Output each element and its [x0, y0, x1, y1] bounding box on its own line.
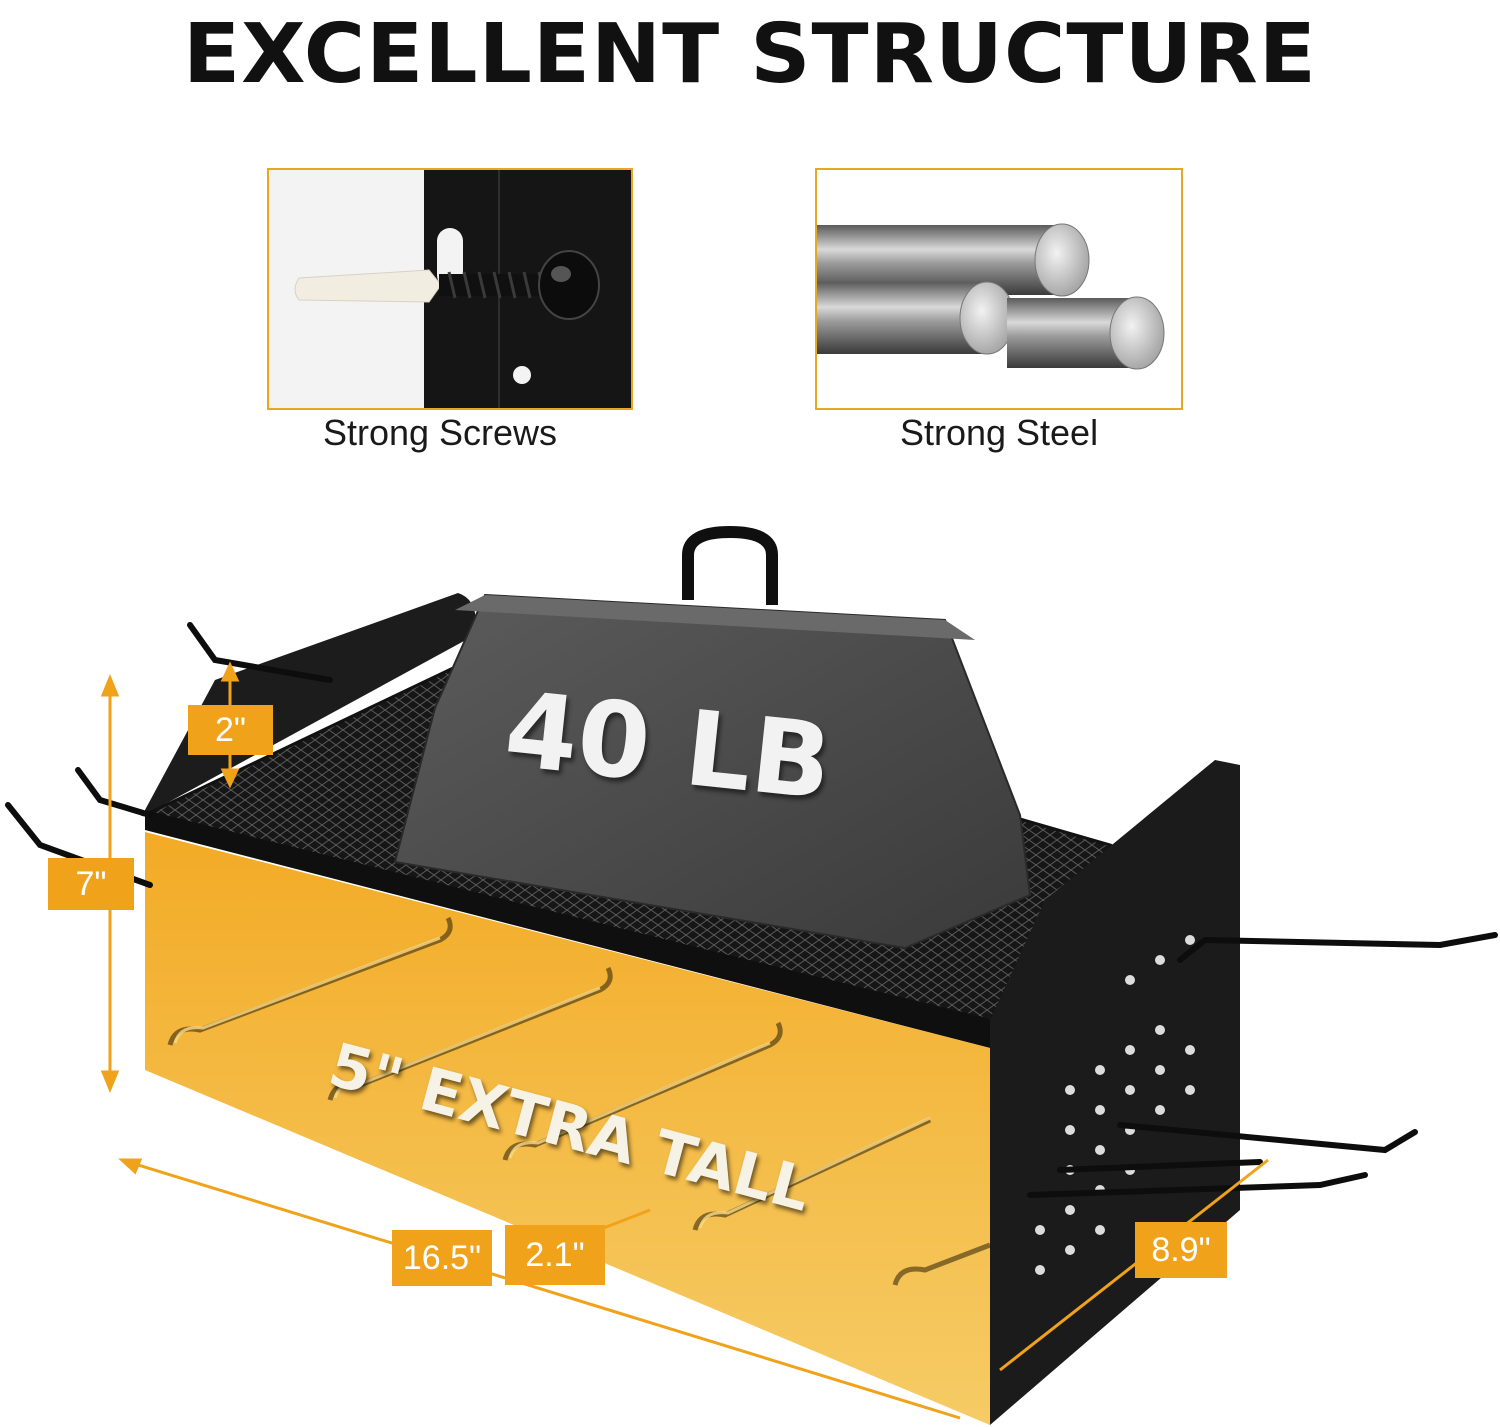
depth-tag: 8.9": [1135, 1222, 1227, 1278]
headline: EXCELLENT STRUCTURE: [183, 7, 1317, 102]
strong-steel-caption: Strong Steel: [899, 412, 1099, 453]
screw-icon: [269, 170, 631, 408]
weight-handle: [682, 525, 778, 605]
weight-block: [393, 593, 1032, 950]
strong-screws-photo: [267, 168, 633, 410]
total-height-tag: 7": [48, 858, 134, 910]
lip-height-tag: 2": [188, 705, 273, 755]
slot-width-tag: 2.1": [505, 1225, 605, 1285]
back-wall: [145, 593, 476, 815]
strong-steel-photo: [815, 168, 1183, 410]
length-tag: 16.5": [392, 1230, 492, 1286]
rack-product-scene: 40 LB 5" EXTRA TALL 2" 7" 16.5" 2.1" 8.9…: [0, 470, 1500, 1427]
strong-screws-caption: Strong Screws: [322, 412, 558, 453]
steel-rods-icon: [817, 223, 1165, 370]
